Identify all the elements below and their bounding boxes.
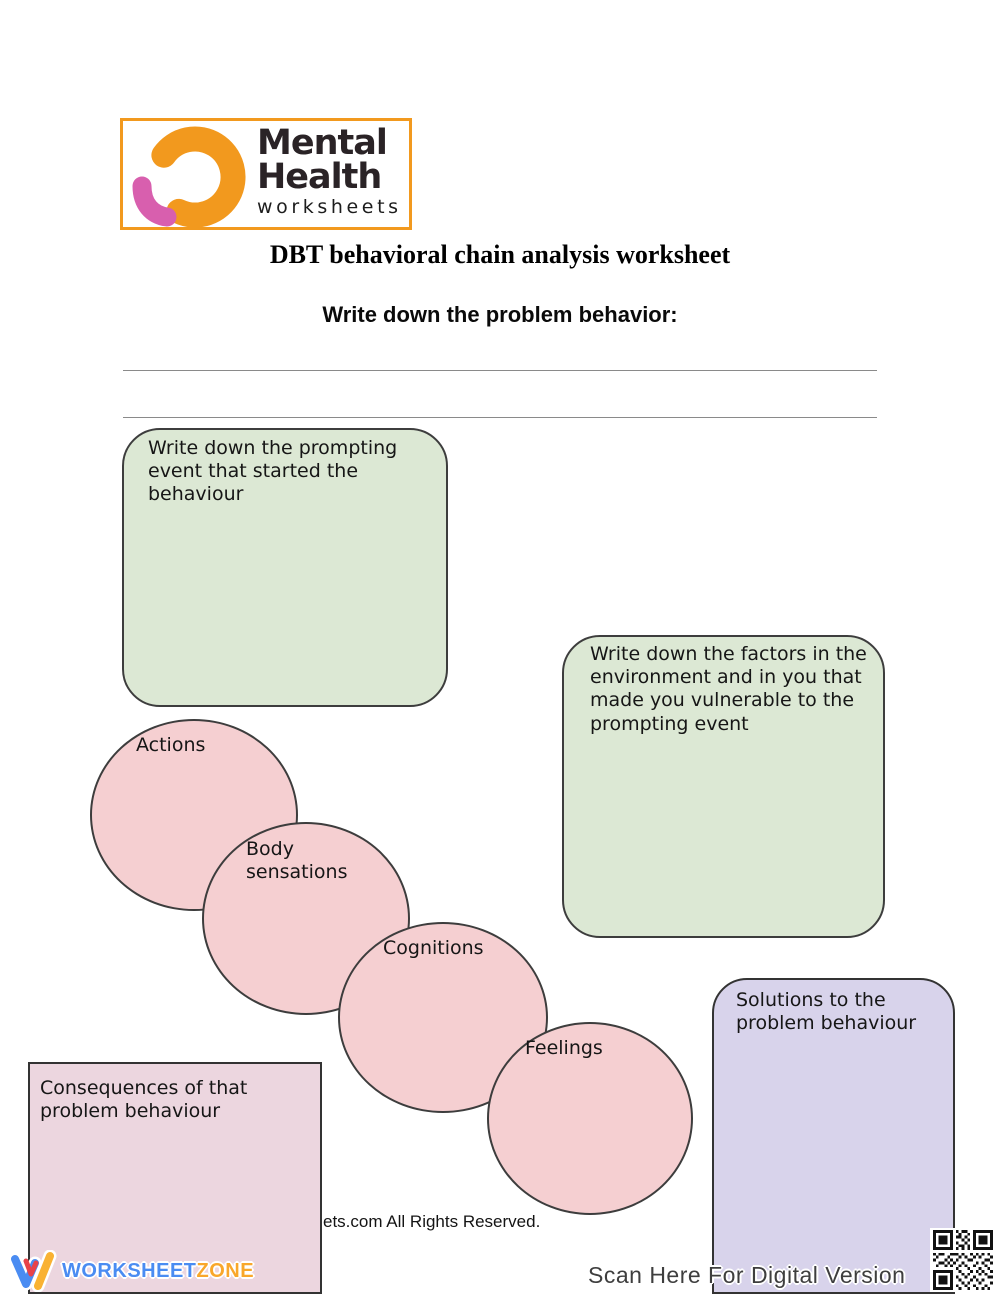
consequences-label: Consequences of that problem behaviour [40, 1077, 248, 1123]
worksheet-zone-wordmark: WORKSHEETZONE [62, 1260, 254, 1283]
brand-wordmark: Mental Health worksheets [257, 123, 402, 218]
vulnerability-factors-box: Write down the factors in the environmen… [562, 635, 885, 938]
writing-line-2 [123, 417, 877, 418]
page-title: DBT behavioral chain analysis worksheet [269, 240, 731, 269]
solutions-label: Solutions to the problem behaviour [736, 989, 917, 1035]
prompting-event-box: Write down the prompting event that star… [122, 428, 448, 707]
worksheet-zone-w-icon [10, 1250, 57, 1292]
chain-circle-feelings: Feelings [487, 1022, 693, 1215]
brand-word-health: Health [257, 156, 382, 197]
solutions-box: Solutions to the problem behaviour [712, 978, 955, 1294]
chain-circle-actions-label: Actions [136, 734, 206, 756]
problem-behavior-prompt: Write down the problem behavior: [322, 302, 678, 327]
worksheet-zone-word1: WORKSHEET [62, 1259, 197, 1282]
chain-circle-cognitions-label: Cognitions [383, 937, 484, 959]
qr-code [930, 1228, 996, 1292]
brand-word-mental: Mental [257, 123, 388, 163]
brand-arc-icon [132, 126, 246, 228]
writing-line-1 [123, 370, 877, 371]
prompting-event-label: Write down the prompting event that star… [148, 437, 398, 506]
chain-circle-body-sensations-label: Body sensations [246, 838, 348, 884]
chain-circle-feelings-label: Feelings [525, 1037, 603, 1059]
brand-word-worksheets: worksheets [257, 195, 402, 218]
scan-here-text: Scan Here For Digital Version [588, 1262, 906, 1288]
vulnerability-factors-label: Write down the factors in the environmen… [590, 643, 867, 735]
consequences-box: Consequences of that problem behaviour [28, 1062, 322, 1294]
chain-circle-actions: Actions [90, 719, 298, 911]
worksheet-zone-word2: ZONE [196, 1259, 255, 1282]
worksheet-zone-logo: WORKSHEETZONE [10, 1250, 254, 1292]
copyright-text: ets.com All Rights Reserved. [323, 1212, 541, 1231]
brand-logo: Mental Health worksheets [120, 118, 412, 230]
